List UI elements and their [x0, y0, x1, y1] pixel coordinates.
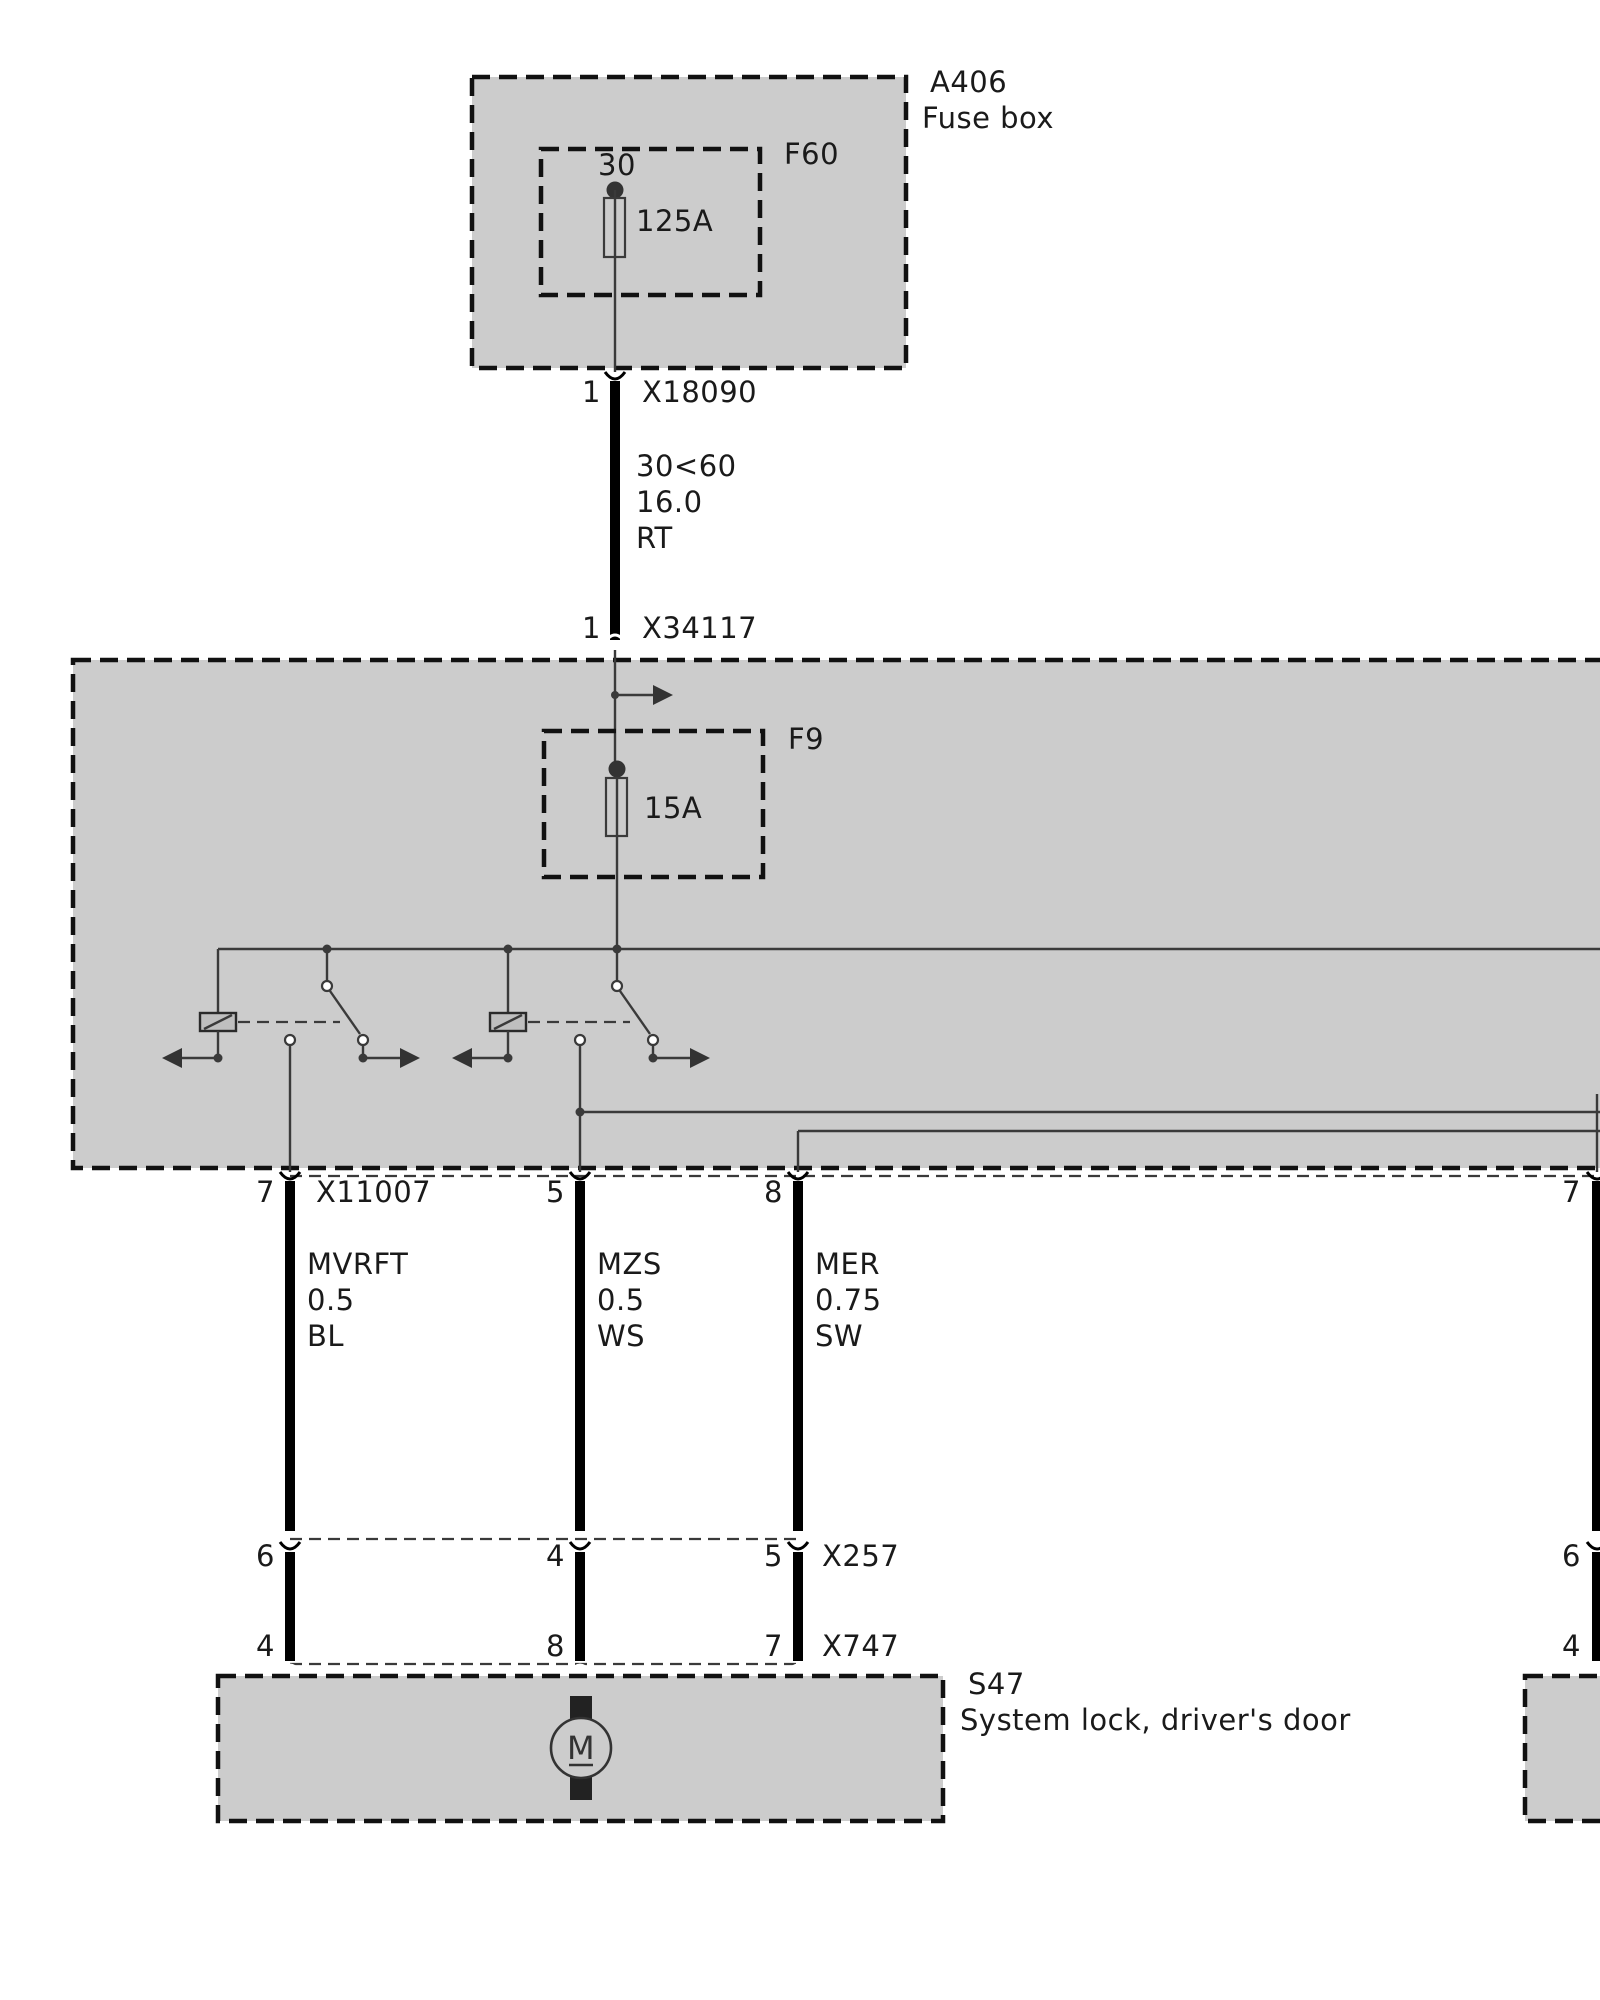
- x11007-right-pin-symbol: [1585, 1171, 1600, 1181]
- connector-x11007: 7 X11007 5 8 7: [256, 1171, 1600, 1209]
- x11007-pin-5: 5: [546, 1175, 565, 1209]
- x257-pin-4: 4: [546, 1539, 565, 1573]
- wire-mer-color: SW: [815, 1319, 863, 1353]
- x257-pin-4-symbol: [568, 1541, 592, 1551]
- connector-x34117-pin: 1: [582, 611, 601, 645]
- fuse-box-name: Fuse box: [922, 101, 1054, 135]
- fuse-box-enclosure: [469, 74, 909, 371]
- fuse-f60-terminal: 30: [598, 148, 636, 182]
- fuse-f9-node: [608, 760, 626, 778]
- connector-x257-id: X257: [822, 1539, 899, 1573]
- relay-2-coil-arrow-icon: [452, 1048, 472, 1068]
- short-wire-segments: [285, 1552, 1600, 1661]
- x747-right-pin-symbol: [1585, 1663, 1600, 1673]
- wire-mer-gauge: 0.75: [815, 1283, 882, 1317]
- supply-branch-arrow-icon: [653, 685, 673, 705]
- wire-mer-signal: MER: [815, 1247, 880, 1281]
- x747-pin-8-symbol: [568, 1663, 592, 1673]
- connector-x18090-pin: 1: [582, 375, 601, 409]
- motor-icon: [549, 1716, 613, 1780]
- wire-mvrft-signal: MVRFT: [307, 1247, 408, 1281]
- x11007-right-pin: 7: [1562, 1175, 1581, 1209]
- relay-2-no-contact: [646, 1033, 660, 1047]
- fuse-box-id: A406: [930, 65, 1007, 99]
- fuse-box-a406: A406 Fuse box F60 30 125A: [469, 65, 1054, 372]
- connector-x747-id: X747: [822, 1629, 899, 1663]
- control-module: F9 15A: [70, 650, 1600, 1172]
- relay-2: [452, 949, 710, 1172]
- fuse-f60-enclosure: [538, 146, 763, 298]
- connector-x18090-pin-symbol: [603, 371, 627, 381]
- wire-mvrft-gauge: 0.5: [307, 1283, 355, 1317]
- relay-2-common-contact: [610, 979, 624, 993]
- supply-wire-signal: 30<60: [636, 449, 737, 483]
- x747-pin-7-symbol: [786, 1663, 810, 1673]
- supply-wire-gauge: 16.0: [636, 485, 703, 519]
- supply-wire-color: RT: [636, 521, 673, 555]
- connector-x257: 6 4 5 X257 6: [256, 1537, 1600, 1573]
- fuse-f60-id: F60: [784, 137, 839, 171]
- wire-mvrft-color: BL: [307, 1319, 344, 1353]
- wire-mzs-color: WS: [597, 1319, 645, 1353]
- x747-pin-4-symbol: [278, 1663, 302, 1673]
- right-partial-module: [1522, 1673, 1600, 1824]
- wire-mzs-signal: MZS: [597, 1247, 662, 1281]
- x747-pin-4: 4: [256, 1629, 275, 1663]
- fuse-f60-rating: 125A: [636, 204, 713, 238]
- x11007-pin-7-symbol: [278, 1171, 302, 1181]
- x257-right-pin: 6: [1562, 1539, 1581, 1573]
- relay-1-common-contact: [320, 979, 334, 993]
- relay-1-coil-arrow-icon: [162, 1048, 182, 1068]
- system-lock-name: System lock, driver's door: [960, 1703, 1351, 1737]
- connector-x18090-id: X18090: [642, 375, 757, 409]
- x11007-pin-5-symbol: [568, 1171, 592, 1181]
- fuse-f9-rating: 15A: [644, 791, 702, 825]
- relay-2-nc-contact: [573, 1033, 587, 1047]
- supply-wire-group: 1 X18090 30<60 16.0 RT 1 X34117: [582, 371, 757, 645]
- x257-pin-6: 6: [256, 1539, 275, 1573]
- system-lock-s47: S47 System lock, driver's door M: [215, 1667, 1351, 1824]
- relay-1-switch-blade: [329, 990, 361, 1035]
- relay-1-no-arrow-icon: [400, 1048, 420, 1068]
- connector-x11007-id: X11007: [316, 1175, 431, 1209]
- x257-pin-5: 5: [764, 1539, 783, 1573]
- wire-mzs-gauge: 0.5: [597, 1283, 645, 1317]
- harness-wires: MVRFT 0.5 BL MZS 0.5 WS MER 0.75 SW: [285, 1181, 1600, 1531]
- system-lock-id: S47: [968, 1667, 1025, 1701]
- relay-1: [162, 949, 420, 1172]
- relay-2-no-arrow-icon: [690, 1048, 710, 1068]
- motor-symbol: M: [567, 1729, 595, 1767]
- x747-pin-8: 8: [546, 1629, 565, 1663]
- x11007-pin-8-symbol: [786, 1171, 810, 1181]
- fuse-f9-enclosure: [541, 728, 766, 880]
- control-module-enclosure: [70, 657, 1600, 1171]
- x747-pin-7: 7: [764, 1629, 783, 1663]
- x257-right-pin-symbol: [1585, 1541, 1600, 1551]
- relay-2-coil-slash: [493, 1013, 523, 1031]
- relay-1-coil-slash: [203, 1013, 233, 1031]
- x747-right-pin: 4: [1562, 1629, 1581, 1663]
- relay-1-nc-contact: [283, 1033, 297, 1047]
- connector-x34117-pin-symbol: [603, 633, 627, 643]
- x257-pin-6-symbol: [278, 1541, 302, 1551]
- fuse-f9-id: F9: [788, 722, 824, 756]
- connector-x34117-id: X34117: [642, 611, 757, 645]
- x11007-pin-8: 8: [764, 1175, 783, 1209]
- relay-1-no-contact: [356, 1033, 370, 1047]
- x257-pin-5-symbol: [786, 1541, 810, 1551]
- x11007-pin-7: 7: [256, 1175, 275, 1209]
- connector-x747: 4 8 7 X747 4: [256, 1629, 1600, 1673]
- relay-2-switch-blade: [619, 990, 651, 1035]
